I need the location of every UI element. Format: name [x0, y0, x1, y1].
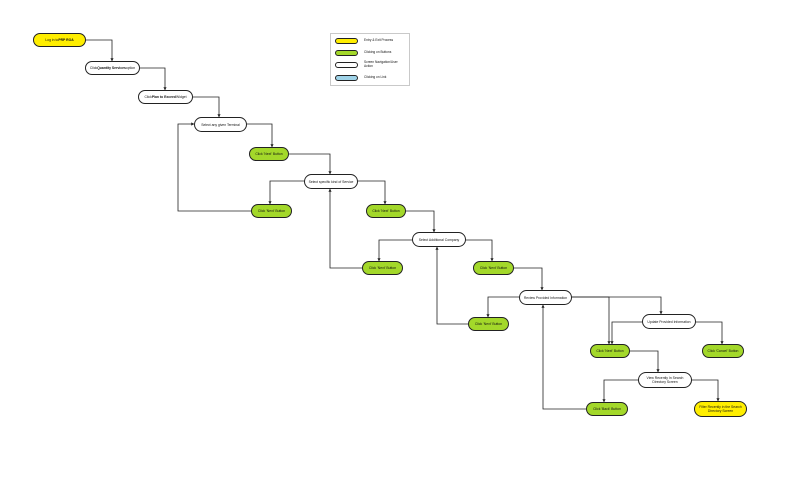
node-text: Select specific kind of Service [308, 179, 354, 184]
node-text: Select any given Terminal [201, 122, 240, 127]
connector-arrow [86, 39, 114, 62]
connector-arrow [692, 379, 720, 402]
next-button-node-3: Click 'Next' Button [366, 204, 406, 218]
node-text: Review Provided Information [523, 295, 568, 300]
legend-item-buttons: Clicking on Buttons [335, 49, 404, 57]
legend-swatch [335, 38, 358, 44]
node-text: Click 'Cancel' Button [707, 349, 739, 353]
connector-arrow [268, 180, 304, 205]
node-text: Click 'Next' Button [474, 322, 503, 326]
login-node: Log in to PRP ROA [33, 33, 86, 47]
legend-label: Clicking on Buttons [364, 50, 392, 55]
quantity-services-node: Click Quantity Services option [85, 61, 140, 75]
node-text: Click 'Next' Button [372, 209, 400, 213]
plan-widget-node: Click Plan to Exceed Widget [138, 90, 193, 104]
back-button-node: Click 'Back' Button [586, 402, 628, 416]
next-button-node-5: Click 'Next' Button [473, 261, 514, 275]
legend-swatch [335, 62, 358, 68]
node-text: View Recently In Search Directory Screen [646, 376, 684, 384]
connector-arrow [486, 296, 519, 318]
connector-arrow [572, 296, 663, 315]
legend-swatch [335, 75, 358, 81]
node-text: Click 'Next' Button [479, 266, 508, 270]
next-button-node-7: Click 'Next' Button [590, 344, 630, 358]
legend-swatch [335, 50, 358, 56]
next-button-node-2: Click 'Next' Button [251, 204, 292, 218]
connector-arrow [406, 210, 436, 233]
node-text: Select Additional Company [418, 237, 460, 242]
connector-arrow [696, 321, 724, 345]
legend-label: Clicking on Link [364, 75, 387, 80]
legend-item-link: Clicking on Link [335, 74, 404, 82]
connector-arrow [328, 188, 362, 269]
select-service-node: Select specific kind of Service [304, 174, 358, 189]
legend-item-entry-exit: Entry & Exit Process [335, 37, 404, 45]
connector-arrow [602, 379, 638, 403]
connector-arrow [289, 153, 332, 175]
node-text: Log in to [45, 38, 59, 42]
select-terminal-node: Select any given Terminal [194, 117, 247, 132]
view-search-directory-node: View Recently In Search Directory Screen [638, 372, 692, 388]
node-text: Click 'Next' Button [596, 349, 624, 353]
legend: Entry & Exit Process Clicking on Buttons… [330, 33, 410, 86]
connector-arrow [610, 321, 642, 345]
cancel-button-node: Click 'Cancel' Button [702, 344, 744, 358]
node-text-bold: Quantity Services [97, 66, 126, 70]
node-text: Click [144, 95, 152, 99]
node-text-bold: PRP ROA [58, 38, 74, 42]
node-text: Click 'Back' Button [593, 407, 621, 411]
legend-label: Entry & Exit Process [364, 38, 394, 43]
next-button-node-4: Click 'Next' Button [362, 261, 403, 275]
node-text: Click [89, 66, 98, 70]
connector-arrow [177, 122, 251, 212]
node-text: Widget [175, 95, 187, 99]
next-button-node-1: Click 'Next' Button [249, 147, 289, 161]
connector-arrow [466, 239, 494, 262]
legend-label: Screen Navigation/User Action [364, 60, 398, 68]
select-company-node: Select Additional Company [412, 232, 466, 247]
update-information-node: Update Provided Information [642, 314, 696, 329]
connector-arrow [541, 304, 586, 410]
node-text-bold: Plan to Exceed [151, 95, 176, 99]
connector-arrow [630, 350, 660, 373]
review-information-node: Review Provided Information [519, 290, 572, 305]
connector-arrow [435, 246, 468, 325]
connector-arrow [377, 239, 412, 262]
connector-arrow [358, 180, 387, 205]
next-button-node-6: Click 'Next' Button [468, 317, 509, 331]
node-text: Update Provided Information [647, 319, 691, 324]
legend-item-navigation: Screen Navigation/User Action [335, 61, 404, 69]
node-text: Click 'Next' Button [255, 152, 283, 156]
connector-arrow [247, 123, 274, 148]
connector-arrow [193, 96, 221, 118]
node-text: Click 'Next' Button [257, 209, 286, 213]
node-text: option [125, 66, 136, 70]
connector-arrow [572, 296, 611, 345]
node-text: Filter Recently in the Search Directory … [699, 405, 742, 413]
connector-arrow [514, 267, 544, 291]
node-text: Click 'Next' Button [368, 266, 397, 270]
filter-search-directory-node: Filter Recently in the Search Directory … [694, 401, 747, 417]
connector-arrow [140, 67, 167, 91]
